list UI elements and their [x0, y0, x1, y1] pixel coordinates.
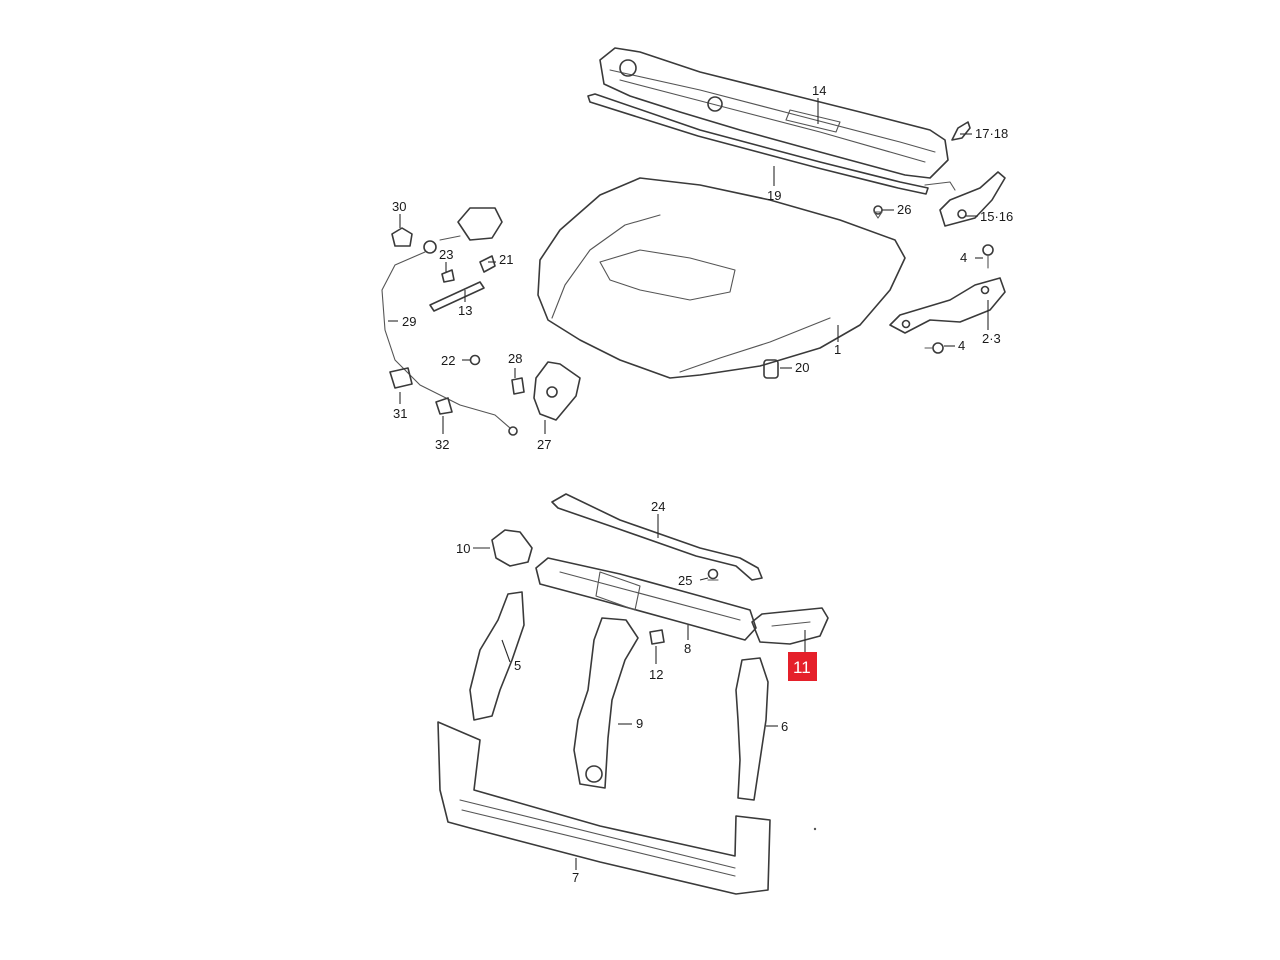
- clip-part-32: [435, 397, 453, 415]
- callout-9: 9: [636, 716, 643, 731]
- bolt-part-4b: [924, 342, 944, 354]
- grommet-part-31: [389, 367, 413, 389]
- callout-6: 6: [781, 719, 788, 734]
- hinge-bracket-part: [924, 121, 1006, 227]
- seal-strip-part: [587, 93, 929, 195]
- hood-part: [537, 177, 906, 379]
- bracket-part-11: [751, 607, 829, 645]
- brace-part-24: [551, 493, 763, 581]
- upper-support-part-8: [535, 557, 757, 641]
- center-stay-part-9: [573, 617, 639, 789]
- cowl-panel-part: [599, 47, 949, 179]
- callout-28: 28: [508, 351, 522, 366]
- callout-4-bottom: 4: [958, 338, 965, 353]
- callout-17-18: 17·18: [975, 126, 1008, 141]
- cable-part-29: [381, 251, 518, 436]
- bolt-part-12: [649, 629, 665, 645]
- clip-part-23: [441, 269, 455, 283]
- side-member-part-5: [469, 591, 525, 721]
- side-member-part-6: [735, 657, 769, 801]
- callout-19: 19: [767, 188, 781, 203]
- callout-2-3: 2·3: [982, 331, 1001, 346]
- callout-26: 26: [897, 202, 911, 217]
- callout-30: 30: [392, 199, 406, 214]
- hood-hinge-part: [889, 277, 1006, 334]
- callout-15-16: 15·16: [980, 209, 1013, 224]
- callout-27: 27: [537, 437, 551, 452]
- lower-support-part-7: [437, 721, 771, 895]
- leader-lines: [388, 98, 989, 870]
- callout-8: 8: [684, 641, 691, 656]
- rod-part-13: [429, 281, 485, 312]
- clip-part-22: [469, 354, 481, 366]
- callout-4-top: 4: [960, 250, 967, 265]
- callout-23: 23: [439, 247, 453, 262]
- bumper-part-20: [763, 359, 779, 379]
- callout-20: 20: [795, 360, 809, 375]
- stray-dot: [813, 827, 817, 831]
- callout-1: 1: [834, 342, 841, 357]
- callout-10: 10: [456, 541, 470, 556]
- clip-part-28: [511, 377, 525, 395]
- callout-14: 14: [812, 83, 826, 98]
- bolt-part-4a: [982, 244, 994, 269]
- bracket-part-10: [491, 529, 533, 567]
- callout-12: 12: [649, 667, 663, 682]
- clip-part-26: [873, 205, 883, 219]
- callout-5: 5: [514, 658, 521, 673]
- callout-32: 32: [435, 437, 449, 452]
- callout-22: 22: [441, 353, 455, 368]
- callout-21: 21: [499, 252, 513, 267]
- callout-29: 29: [402, 314, 416, 329]
- clip-part-21: [479, 255, 496, 273]
- bolt-part-25: [707, 568, 719, 581]
- knob-part-30: [391, 227, 413, 247]
- callout-24: 24: [651, 499, 665, 514]
- callout-labels: 1 2·3 4 4 5 6 7 8 9 10 11 12 13 14 15·16…: [392, 83, 1013, 885]
- highlight-box-11: [788, 652, 817, 681]
- callout-13: 13: [458, 303, 472, 318]
- callout-7: 7: [572, 870, 579, 885]
- callout-31: 31: [393, 406, 407, 421]
- callout-11: 11: [793, 658, 811, 677]
- callout-25: 25: [678, 573, 692, 588]
- latch-part-27: [533, 361, 581, 421]
- release-handle-part: [423, 207, 503, 254]
